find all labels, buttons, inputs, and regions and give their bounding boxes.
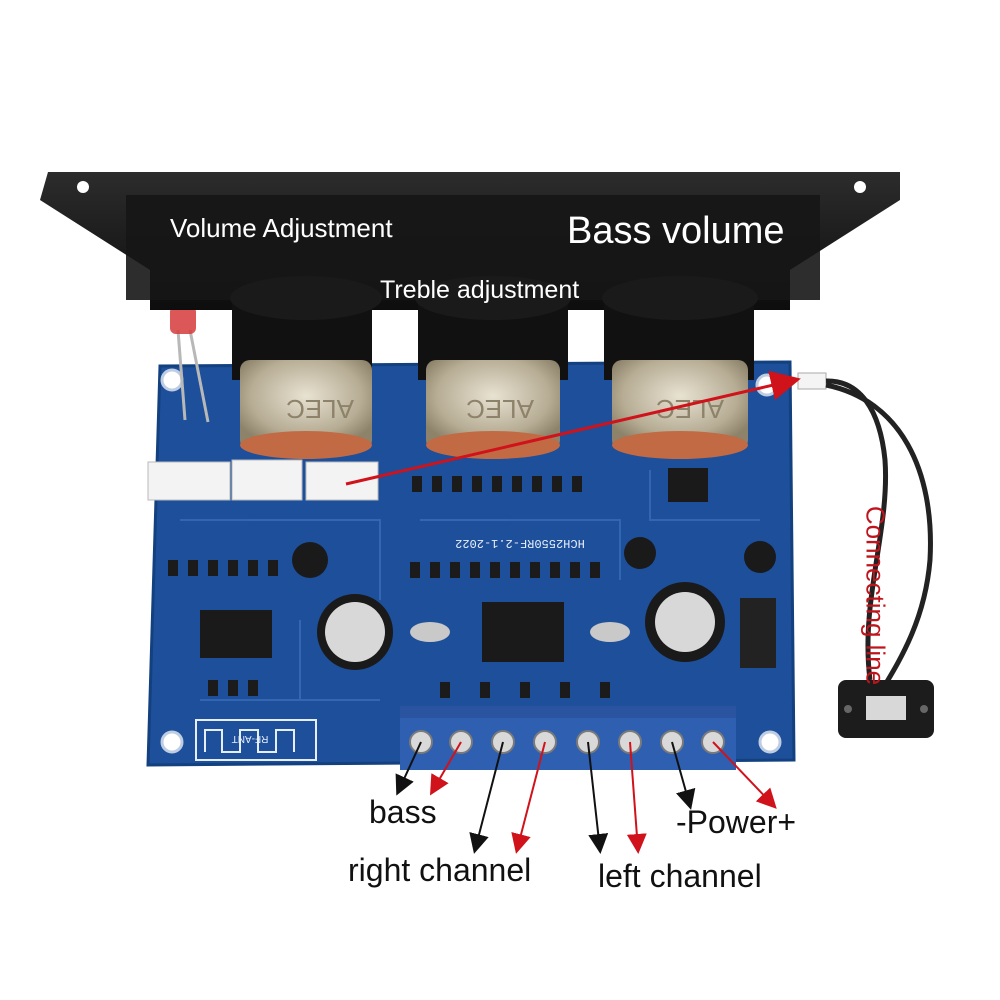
connecting-line-arrow [345,370,801,486]
connecting-line-label: Connecting line [860,505,891,686]
left-channel-label: left channel [598,858,762,894]
front-panel [40,172,900,310]
pot-volume: ALEC [230,276,382,459]
pot-bass: ALEC [602,276,758,459]
antenna-text: RF-ANT [232,733,269,744]
connecting-cable [797,372,934,738]
capacitors [292,537,776,670]
terminal-arrows [395,741,777,854]
bass-volume-label: Bass volume [567,210,785,252]
board-model-text: HCH2550RF-2.1-2022 [455,536,585,550]
chips: HCH2550RF-2.1-2022 [200,468,776,668]
treble-adjustment-label: Treble adjustment [380,276,580,304]
led [170,306,210,423]
right-channel-label: right channel [348,852,532,888]
pot-brand-text: ALEC [286,394,354,424]
jst-connectors [147,459,379,501]
power-terminal-label: -Power+ [676,804,797,840]
pot-brand-text: ALEC [466,394,534,424]
smd-components [168,476,610,698]
volume-adjustment-label: Volume Adjustment [170,213,393,243]
bass-terminal-label: bass [369,794,437,830]
rf-antenna: RF-ANT [195,719,317,761]
pot-treble: ALEC [415,276,571,459]
potentiometers: ALEC ALEC ALEC [230,276,758,459]
